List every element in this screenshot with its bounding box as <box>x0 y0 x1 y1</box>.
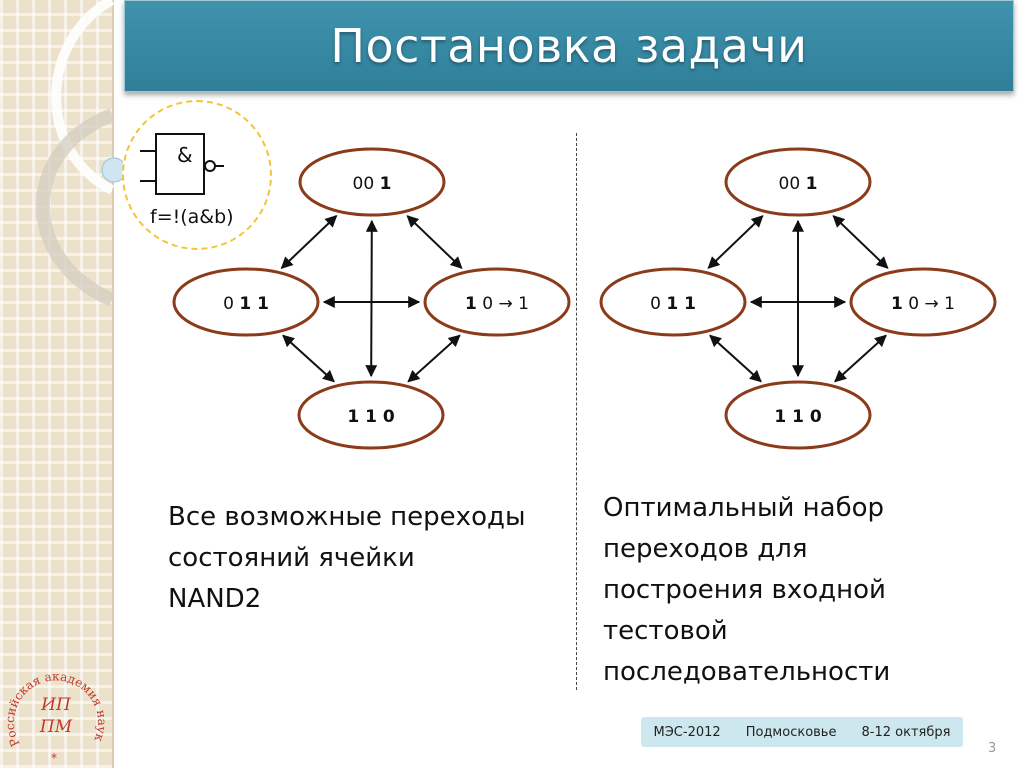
state-label-n00: 00 1 <box>779 174 818 194</box>
academy-logo: Российская академия наук ИП ПМ * <box>3 669 109 765</box>
caption-line: переходов для <box>603 534 808 564</box>
caption-line: построения входной <box>603 575 886 605</box>
side-panel-border <box>112 0 114 768</box>
footer-conference-info: МЭС-2012 Подмосковье 8-12 октября <box>641 717 963 747</box>
state-transition-diagrams: 00 1 0 1 1 1 0 → 1 1 1 0 00 1 0 1 1 1 0 → 1 1 … <box>172 147 997 450</box>
state-label-n10: 1 0 → 1 <box>891 294 955 314</box>
caption-line: последовательности <box>603 657 891 687</box>
state-label-n00: 00 1 <box>353 174 392 194</box>
page-number: 3 <box>988 741 997 756</box>
logo-monogram-bottom: ПМ <box>39 717 73 737</box>
caption-all-transitions: Все возможные переходы состояний ячейки … <box>168 497 568 620</box>
transition-arrow-n01-n11 <box>282 334 335 383</box>
footer-dates: 8-12 октября <box>861 724 951 740</box>
state-node-n10 <box>423 267 571 337</box>
logo-monogram-top: ИП <box>40 695 72 715</box>
caption-line: Оптимальный набор <box>603 493 885 523</box>
caption-line: NAND2 <box>168 584 262 614</box>
transition-arrow-n00-n11 <box>365 219 378 378</box>
caption-line: состояний ячейки <box>168 543 415 573</box>
state-node-n01 <box>599 267 747 337</box>
transition-arrow-n01-n11 <box>709 334 762 383</box>
transition-arrow-n00-n10 <box>406 215 463 269</box>
caption-optimal-set: Оптимальный набор переходов для построен… <box>603 488 1013 693</box>
state-label-n11: 1 1 0 <box>347 407 394 427</box>
caption-line: Все возможные переходы <box>168 502 526 532</box>
nand-gate-symbol <box>155 133 205 195</box>
state-node-n11 <box>297 380 445 450</box>
transition-arrow-n10-n11 <box>407 334 461 383</box>
gate-formula: f=!(a&b) <box>150 206 234 228</box>
state-node-n01 <box>172 267 320 337</box>
footer-conference: МЭС-2012 <box>653 724 721 740</box>
logo-star: * <box>51 751 57 765</box>
transition-arrow-n10-n11 <box>834 334 887 383</box>
state-label-n01: 0 1 1 <box>223 294 269 314</box>
diagram-optimal-transitions: 00 1 0 1 1 1 0 → 1 1 1 0 <box>599 147 997 450</box>
transition-arrow-n00-n10 <box>832 215 889 269</box>
state-node-n11 <box>724 380 872 450</box>
state-node-n00 <box>724 147 872 217</box>
column-divider <box>576 133 577 690</box>
caption-line: тестовой <box>603 616 728 646</box>
decorative-rings <box>36 0 130 307</box>
state-label-n01: 0 1 1 <box>650 294 696 314</box>
transition-arrow-n00-n01 <box>707 215 764 269</box>
title-bar: Постановка задачи <box>124 0 1014 92</box>
state-label-n10: 1 0 → 1 <box>465 294 529 314</box>
and-operator-label: & <box>177 143 193 167</box>
state-label-n11: 1 1 0 <box>774 407 821 427</box>
state-node-n10 <box>849 267 997 337</box>
transition-arrow-n00-n01 <box>280 215 338 269</box>
diagram-all-transitions: 00 1 0 1 1 1 0 → 1 1 1 0 <box>172 147 571 450</box>
footer-place: Подмосковье <box>745 724 837 740</box>
slide-title: Постановка задачи <box>330 19 808 73</box>
state-node-n00 <box>298 147 446 217</box>
nand-gate-wires <box>140 150 224 182</box>
